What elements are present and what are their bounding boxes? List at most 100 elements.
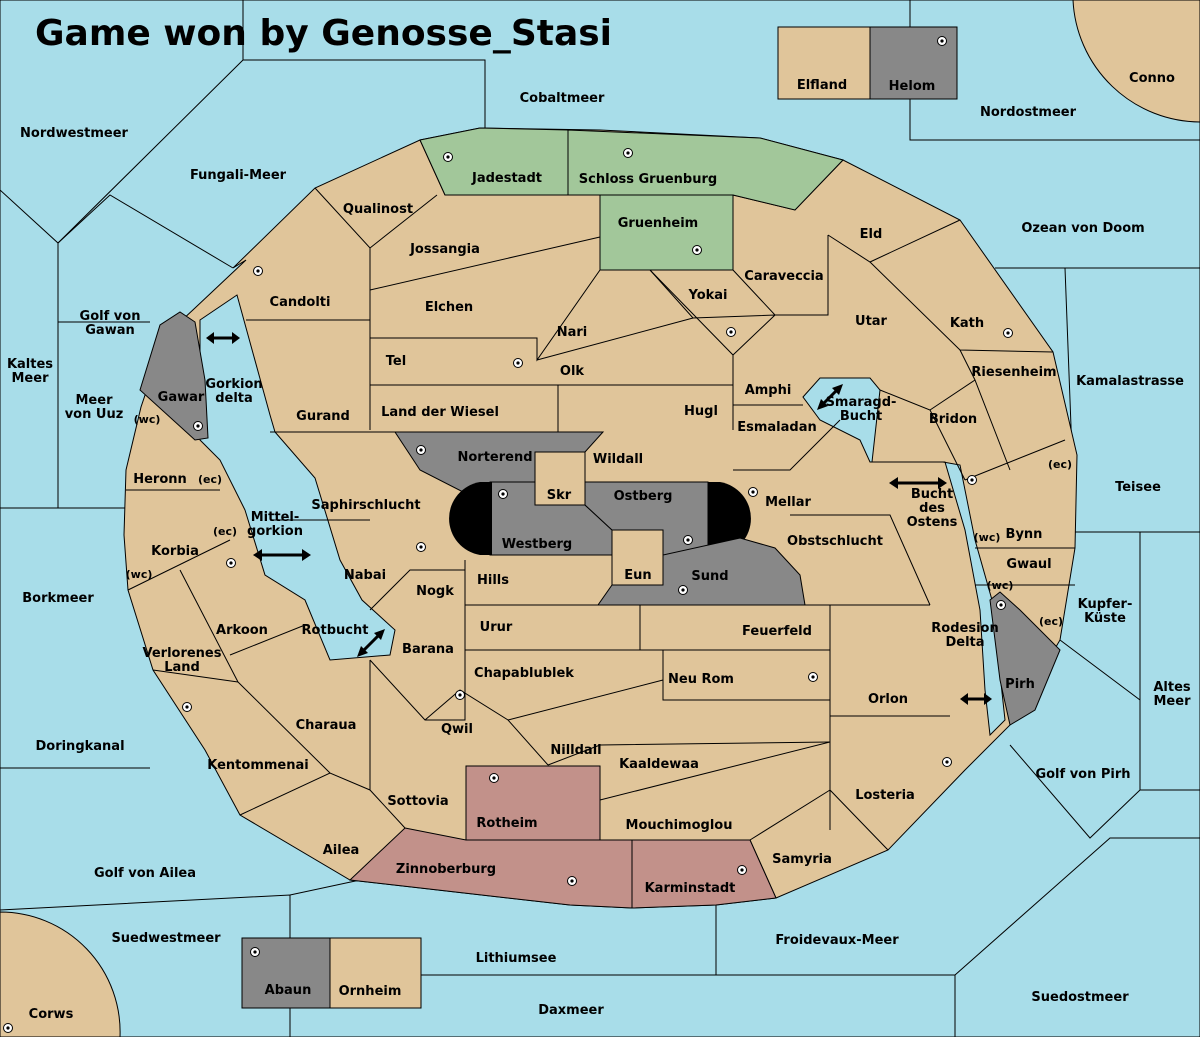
land-skr[interactable] bbox=[534, 451, 586, 506]
label-elfland[interactable]: Elfland bbox=[797, 78, 847, 93]
label-gawar[interactable]: Gawar bbox=[158, 390, 205, 405]
label-gwaul[interactable]: Gwaul bbox=[1006, 557, 1051, 572]
sea-suedwestmeer[interactable]: Suedwestmeer bbox=[111, 931, 221, 946]
label-charaua[interactable]: Charaua bbox=[296, 718, 357, 733]
label-westberg[interactable]: Westberg bbox=[502, 537, 572, 552]
label-corws[interactable]: Corws bbox=[29, 1007, 74, 1022]
label-conno[interactable]: Conno bbox=[1129, 71, 1175, 86]
label-mouchimoglou[interactable]: Mouchimoglou bbox=[626, 818, 733, 833]
sea-kamalastrasse[interactable]: Kamalastrasse bbox=[1076, 374, 1184, 389]
label-elchen[interactable]: Elchen bbox=[425, 300, 473, 315]
land-gawar[interactable] bbox=[139, 311, 209, 441]
label-kath[interactable]: Kath bbox=[950, 316, 984, 331]
coast-bynn-wc[interactable]: (wc) bbox=[974, 531, 1001, 544]
land-ornheim[interactable] bbox=[329, 937, 422, 1009]
label-nabai[interactable]: Nabai bbox=[344, 568, 386, 583]
land-sund[interactable] bbox=[597, 537, 806, 606]
label-karminstadt[interactable]: Karminstadt bbox=[645, 881, 736, 896]
label-wildall[interactable]: Wildall bbox=[593, 452, 643, 467]
label-ostberg[interactable]: Ostberg bbox=[614, 489, 673, 504]
label-candolti[interactable]: Candolti bbox=[270, 295, 331, 310]
label-utar[interactable]: Utar bbox=[855, 314, 888, 329]
label-sund[interactable]: Sund bbox=[691, 569, 728, 584]
land-elfland[interactable] bbox=[777, 26, 871, 100]
sea-ozean-von-doom[interactable]: Ozean von Doom bbox=[1021, 221, 1144, 236]
label-zinnoberburg[interactable]: Zinnoberburg bbox=[396, 862, 496, 877]
land-conno[interactable] bbox=[1072, 0, 1200, 123]
land-eun[interactable] bbox=[611, 529, 664, 586]
land-rotheim[interactable] bbox=[465, 765, 601, 841]
label-schloss-gruenburg[interactable]: Schloss Gruenburg bbox=[579, 172, 717, 187]
label-saphirschlucht[interactable]: Saphirschlucht bbox=[311, 498, 420, 513]
label-obstschlucht[interactable]: Obstschlucht bbox=[787, 534, 883, 549]
label-abaun[interactable]: Abaun bbox=[265, 983, 312, 998]
label-hugl[interactable]: Hugl bbox=[684, 404, 718, 419]
land-schloss-gruenburg[interactable] bbox=[567, 129, 844, 211]
label-ailea[interactable]: Ailea bbox=[323, 843, 360, 858]
label-mellar[interactable]: Mellar bbox=[765, 495, 811, 510]
label-gruenheim[interactable]: Gruenheim bbox=[618, 216, 698, 231]
land-pirh[interactable] bbox=[989, 591, 1061, 726]
sea-golf-von-ailea[interactable]: Golf von Ailea bbox=[94, 866, 196, 881]
sea-rotbucht[interactable]: Rotbucht bbox=[302, 623, 369, 638]
label-qwil[interactable]: Qwil bbox=[441, 722, 473, 737]
label-jossangia[interactable]: Jossangia bbox=[409, 242, 480, 257]
land-corws[interactable] bbox=[0, 911, 121, 1037]
label-neu-rom[interactable]: Neu Rom bbox=[668, 672, 734, 687]
label-caraveccia[interactable]: Caraveccia bbox=[744, 269, 823, 284]
sea-lithiumsee[interactable]: Lithiumsee bbox=[476, 951, 557, 966]
label-barana[interactable]: Barana bbox=[402, 642, 454, 657]
label-rotheim[interactable]: Rotheim bbox=[476, 816, 537, 831]
sea-mittelgorkion[interactable]: Mittel-gorkion bbox=[247, 510, 303, 539]
sea-doringkanal[interactable]: Doringkanal bbox=[35, 739, 124, 754]
label-gurand[interactable]: Gurand bbox=[296, 409, 350, 424]
label-chapablublek[interactable]: Chapablublek bbox=[474, 666, 574, 681]
label-esmaladan[interactable]: Esmaladan bbox=[737, 420, 817, 435]
label-korbia[interactable]: Korbia bbox=[151, 544, 199, 559]
sea-smaragd-bucht[interactable]: Smaragd-Bucht bbox=[826, 395, 897, 424]
coast-gwaul-wc[interactable]: (wc) bbox=[987, 579, 1014, 592]
label-jadestadt[interactable]: Jadestadt bbox=[471, 171, 542, 186]
label-pirh[interactable]: Pirh bbox=[1005, 677, 1035, 692]
label-helom[interactable]: Helom bbox=[889, 79, 936, 94]
label-skr[interactable]: Skr bbox=[547, 488, 572, 503]
label-losteria[interactable]: Losteria bbox=[855, 788, 915, 803]
label-amphi[interactable]: Amphi bbox=[745, 383, 792, 398]
label-riesenheim[interactable]: Riesenheim bbox=[971, 365, 1056, 380]
sea-fungali-meer[interactable]: Fungali-Meer bbox=[190, 168, 287, 183]
label-land-der-wiesel[interactable]: Land der Wiesel bbox=[381, 405, 499, 420]
coast-korbia-ec[interactable]: (ec) bbox=[213, 525, 237, 538]
label-samyria[interactable]: Samyria bbox=[772, 852, 832, 867]
sea-borkmeer[interactable]: Borkmeer bbox=[22, 591, 94, 606]
land-gruenheim[interactable] bbox=[599, 194, 734, 271]
label-bridon[interactable]: Bridon bbox=[929, 412, 977, 427]
label-yokai[interactable]: Yokai bbox=[687, 288, 727, 303]
label-nari[interactable]: Nari bbox=[557, 325, 588, 340]
sea-froidevaux-meer[interactable]: Froidevaux-Meer bbox=[775, 933, 899, 948]
label-norterend[interactable]: Norterend bbox=[457, 450, 532, 465]
label-eun[interactable]: Eun bbox=[624, 568, 651, 583]
label-sottovia[interactable]: Sottovia bbox=[387, 794, 448, 809]
sea-daxmeer[interactable]: Daxmeer bbox=[538, 1003, 604, 1018]
sea-gorkion-channel[interactable] bbox=[199, 294, 396, 661]
label-arkoon[interactable]: Arkoon bbox=[216, 623, 268, 638]
sea-nordostmeer[interactable]: Nordostmeer bbox=[980, 105, 1077, 120]
label-nogk[interactable]: Nogk bbox=[416, 584, 454, 599]
land-karminstadt[interactable] bbox=[631, 839, 777, 909]
label-qualinost[interactable]: Qualinost bbox=[343, 202, 413, 217]
sea-teisee[interactable]: Teisee bbox=[1115, 480, 1161, 495]
sea-golf-von-pirh[interactable]: Golf von Pirh bbox=[1035, 767, 1130, 782]
label-feuerfeld[interactable]: Feuerfeld bbox=[742, 624, 812, 639]
label-ornheim[interactable]: Ornheim bbox=[339, 984, 402, 999]
label-orlon[interactable]: Orlon bbox=[868, 692, 908, 707]
coast-heronn-ec[interactable]: (ec) bbox=[198, 473, 222, 486]
label-kaaldewaa[interactable]: Kaaldewaa bbox=[619, 757, 699, 772]
label-heronn[interactable]: Heronn bbox=[133, 472, 187, 487]
